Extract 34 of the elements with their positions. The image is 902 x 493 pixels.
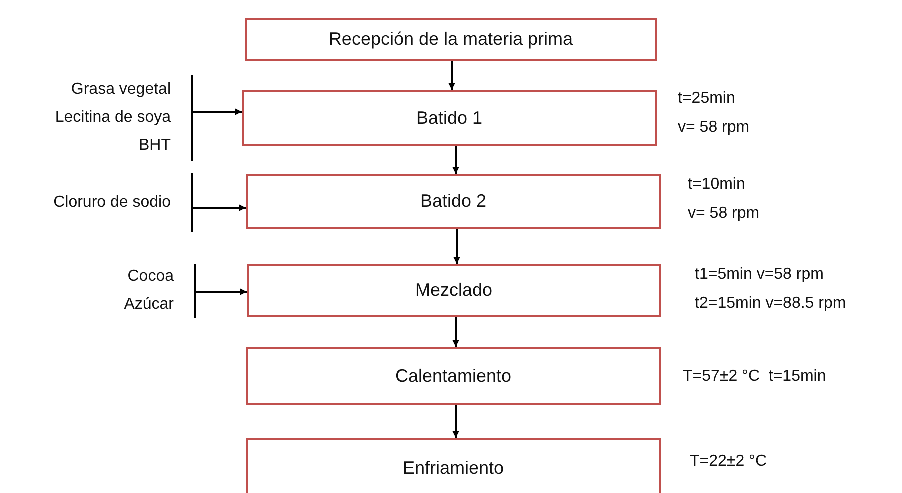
ingredient-label: BHT (139, 136, 171, 156)
ingredient-label: Lecitina de soya (55, 108, 171, 128)
process-box (246, 438, 661, 493)
arrow (193, 204, 246, 212)
arrow (452, 405, 460, 438)
ingredient-label: Cloruro de sodio (54, 192, 171, 212)
parameter-text: T=57±2 °C t=15min (683, 367, 826, 387)
process-box (246, 347, 661, 405)
ingredient-label: Grasa vegetal (71, 80, 171, 100)
step-label: Batido 2 (420, 191, 487, 212)
process-box (242, 90, 657, 146)
parameter-text: t1=5min v=58 rpm (695, 265, 824, 285)
process-box (247, 264, 661, 317)
arrow (452, 317, 460, 347)
parameter-text: v= 58 rpm (678, 118, 750, 138)
parameter-text: t=25min (678, 89, 736, 109)
arrow (196, 288, 247, 296)
ingredient-label: Cocoa (128, 267, 174, 287)
arrow (193, 108, 242, 116)
step-label: Calentamiento (395, 366, 512, 386)
parameter-text: v= 58 rpm (688, 204, 760, 224)
parameter-text: t2=15min v=88.5 rpm (695, 294, 846, 314)
step-label: Mezclado (415, 280, 493, 301)
parameter-text: t=10min (688, 175, 746, 195)
ingredient-label: Azúcar (124, 295, 174, 315)
process-box (246, 174, 661, 229)
arrow (452, 146, 460, 174)
arrow (454, 229, 460, 264)
step-label: Recepción de la materia prima (328, 29, 574, 50)
process-box (245, 18, 657, 61)
step-label: Enfriamiento (402, 458, 504, 478)
step-label: Batido 1 (416, 108, 483, 128)
arrow (448, 61, 456, 90)
parameter-text: T=22±2 °C (690, 452, 767, 472)
